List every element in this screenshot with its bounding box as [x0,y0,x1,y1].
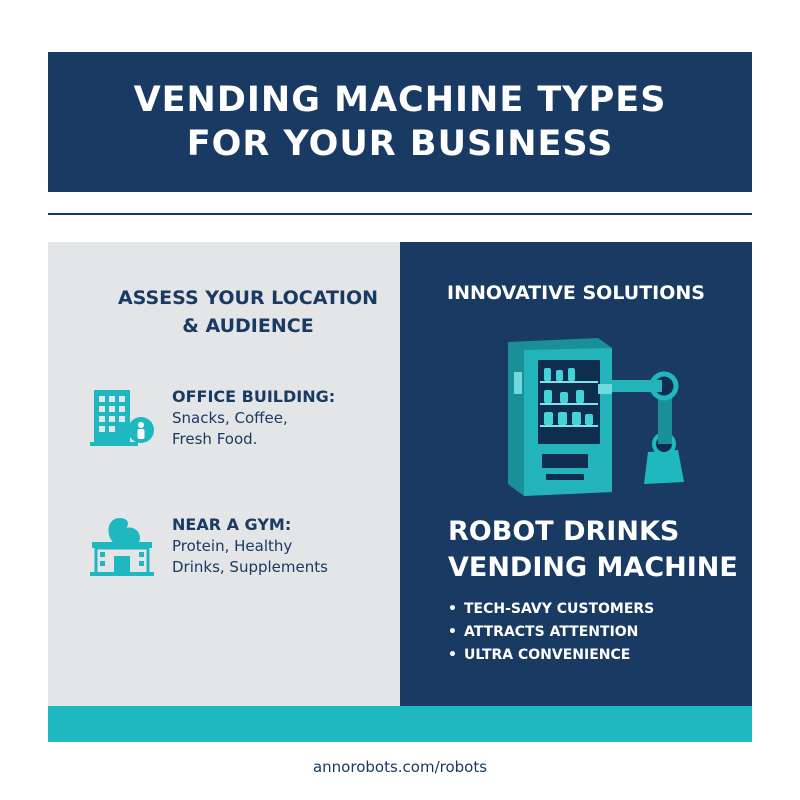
feature-item: • TECH-SAVY CUSTOMERS [448,598,654,621]
feature-text: ULTRA CONVENIENCE [464,647,631,663]
feature-item: • ATTRACTS ATTENTION [448,621,654,644]
feature-text: TECH-SAVY CUSTOMERS [464,601,655,617]
left-heading-line-2: & AUDIENCE [182,315,314,337]
title-line-1: VENDING MACHINE TYPES [133,80,667,120]
office-building-line-2: Fresh Food. [172,430,258,448]
bullet-icon: • [448,647,457,663]
left-heading-line-1: ASSESS YOUR LOCATION [117,287,379,309]
near-gym-title: NEAR A GYM: [172,515,292,534]
office-building-line-1: Snacks, Coffee, [172,409,288,427]
office-building-item: OFFICE BUILDING: Snacks, Coffee, Fresh F… [88,386,388,456]
product-title: ROBOT DRINKS VENDING MACHINE [448,514,748,586]
title-banner: VENDING MACHINE TYPES FOR YOUR BUSINESS [48,52,752,192]
left-heading: ASSESS YOUR LOCATION & AUDIENCE [48,284,448,340]
right-heading: INNOVATIVE SOLUTIONS [447,282,705,304]
bullet-icon: • [448,601,457,617]
teal-footer-bar [48,706,752,742]
product-title-line-2: VENDING MACHINE [448,552,738,583]
feature-list: • TECH-SAVY CUSTOMERS • ATTRACTS ATTENTION… [448,598,654,667]
feature-item: • ULTRA CONVENIENCE [448,644,654,667]
near-gym-item: NEAR A GYM: Protein, Healthy Drinks, Sup… [88,514,388,584]
product-title-line-1: ROBOT DRINKS [448,516,680,547]
gym-muscle-icon [88,514,158,582]
divider [48,213,752,215]
feature-text: ATTRACTS ATTENTION [464,624,639,640]
near-gym-line-2: Drinks, Supplements [172,558,328,576]
footer-url[interactable]: annorobots.com/robots [312,758,488,776]
title-line-2: FOR YOUR BUSINESS [186,124,614,164]
robot-vending-machine-illustration [488,332,698,506]
office-building-description: Snacks, Coffee, Fresh Food. [172,408,372,450]
office-building-title: OFFICE BUILDING: [172,387,336,406]
left-panel [48,242,400,706]
office-building-icon [88,386,158,452]
near-gym-line-1: Protein, Healthy [172,537,293,555]
near-gym-description: Protein, Healthy Drinks, Supplements [172,536,372,578]
bullet-icon: • [448,624,457,640]
